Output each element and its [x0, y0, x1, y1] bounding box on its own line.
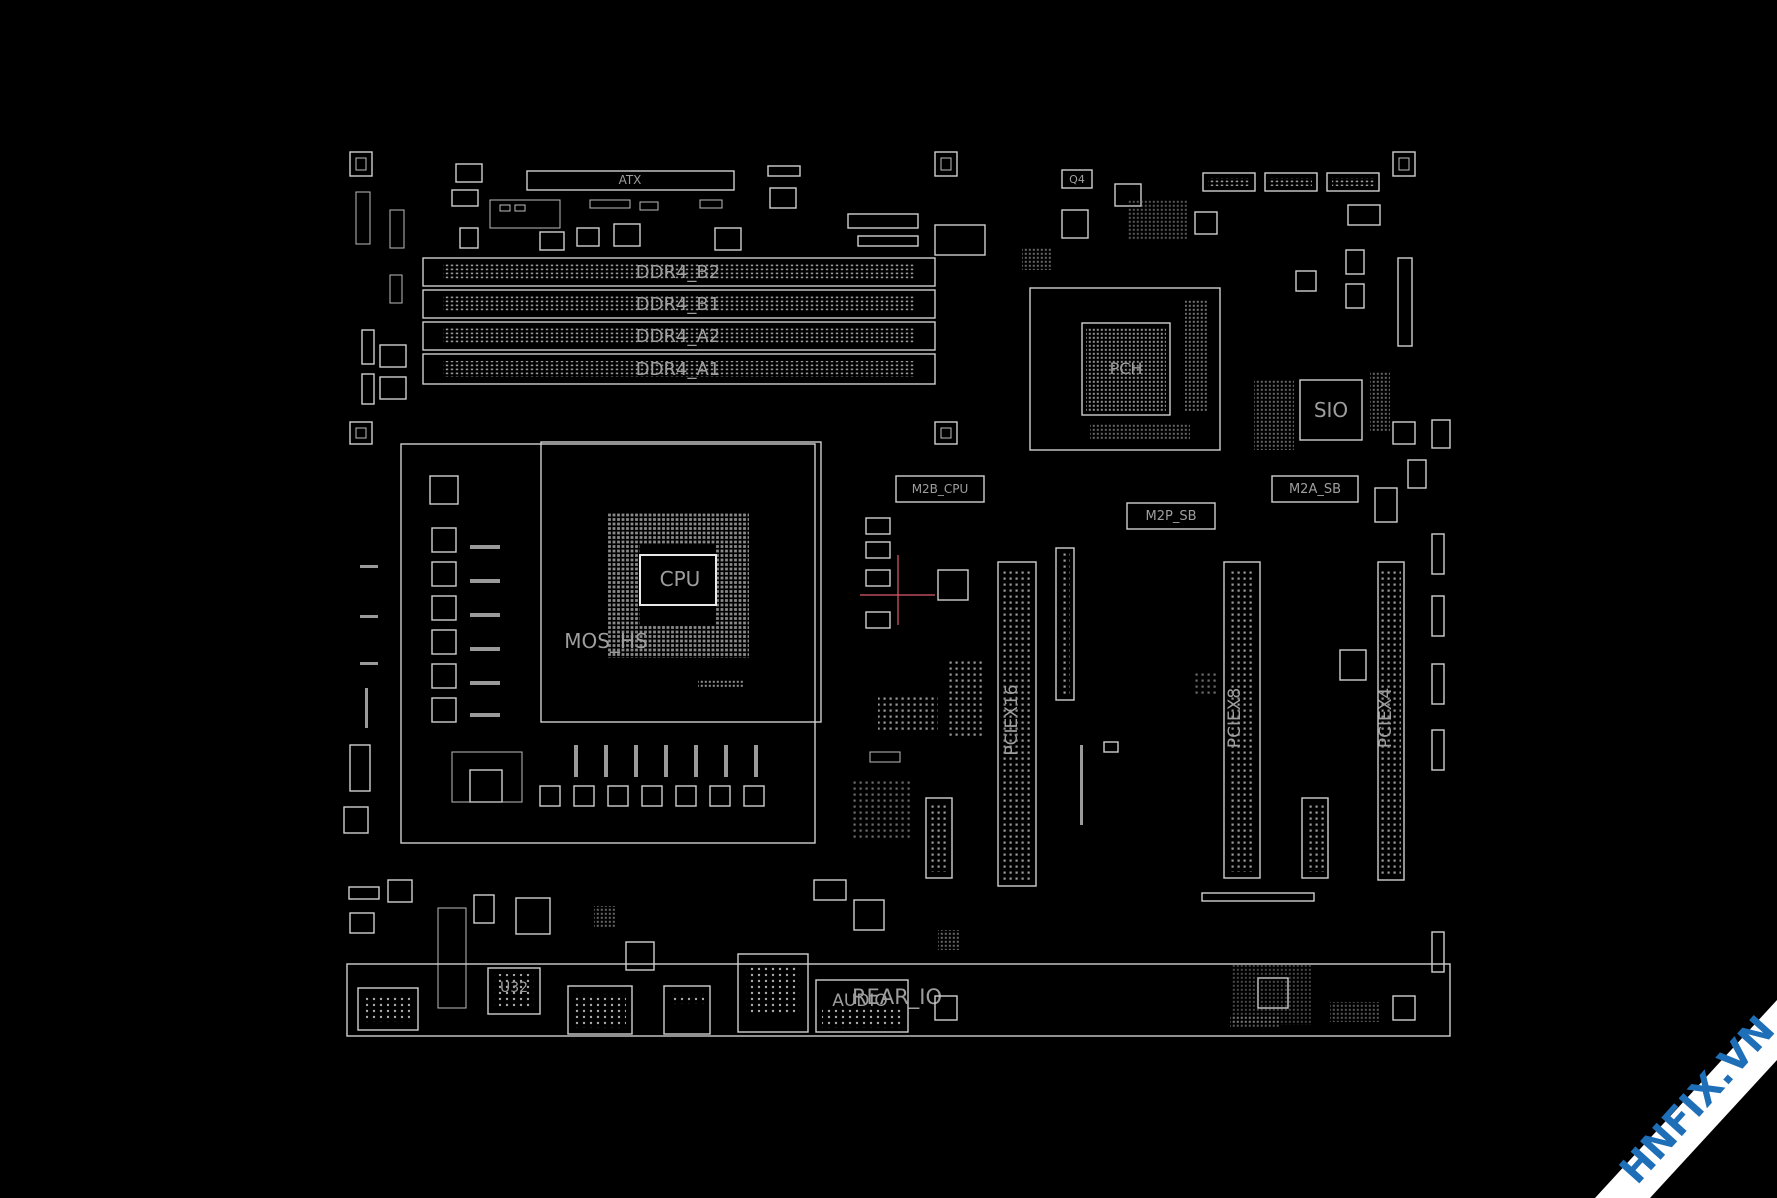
sio-label: SIO	[1314, 398, 1348, 422]
board-top-area: ATX	[349, 151, 1416, 445]
m2p-sb-label: M2P_SB	[1146, 509, 1197, 524]
watermark-text: HNFIX.VN	[1611, 1008, 1777, 1193]
pcie-slots: PCIEX16 PCIEX8 PCIEX4	[997, 547, 1405, 902]
pcie-x8-slot: PCIEX8	[1223, 561, 1261, 879]
pcie-x4-slot: PCIEX4	[1376, 561, 1405, 881]
m2-slots: M2B_CPU M2P_SB M2A_SB	[895, 475, 1359, 530]
hdmi-port	[663, 985, 711, 1035]
rear-io-label: REAR_IO	[852, 985, 942, 1010]
front-usb-header	[925, 797, 953, 879]
dimm-slot-b1: DDR4_B1	[422, 289, 936, 319]
dimm-slot-a1: DDR4_A1	[422, 353, 936, 385]
atx-label: ATX	[619, 173, 642, 187]
vrm-mosfets-left	[343, 475, 500, 834]
dimm-slot-b2: DDR4_B2	[422, 257, 936, 287]
vrm-region-outline	[400, 443, 816, 844]
m2b-cpu-slot	[895, 475, 985, 503]
pcie-x4-label: PCIEX4	[1376, 688, 1396, 748]
vga-port	[567, 985, 633, 1035]
audio-label: AUDIO	[832, 991, 888, 1011]
center-components	[850, 517, 982, 879]
usb-port-label: U32	[500, 980, 528, 996]
mos-heatsink-label: MOS_HS	[564, 629, 647, 653]
q4-label: Q4	[1069, 173, 1085, 186]
dimm-a1-label: DDR4_A1	[636, 359, 720, 380]
cpu-label: CPU	[660, 567, 701, 591]
audio-jack-stack	[815, 979, 909, 1033]
cpu-area: CPU MOS_HS	[343, 441, 822, 844]
m2b-cpu-label: M2B_CPU	[912, 482, 969, 496]
pcie-x16-slot: PCIEX16	[997, 561, 1037, 887]
pcie-x8-label: PCIEX8	[1225, 688, 1245, 748]
cpu-socket-pins	[607, 512, 749, 658]
dimm-slot-a2: DDR4_A2	[422, 321, 936, 351]
dimm-a2-label: DDR4_A2	[636, 326, 720, 347]
m2a-sb-label: M2A_SB	[1289, 482, 1341, 497]
pch-chipset: PCH	[1029, 287, 1221, 451]
ps2-port	[357, 987, 419, 1031]
m2p-sb-slot	[1126, 502, 1216, 530]
hnfix-watermark: HNFIX.VN	[1595, 1000, 1777, 1198]
atx-power-connector	[526, 170, 735, 191]
pcie-x16-label: PCIEX16	[1002, 684, 1022, 755]
dimm-slots: DDR4_B2 DDR4_B1 DDR4_A2 DDR4_A1	[422, 257, 936, 385]
usb-port-stack	[487, 967, 541, 1015]
m2a-sb-slot	[1271, 475, 1359, 503]
pch-label: PCH	[1110, 359, 1143, 378]
dimm-b2-label: DDR4_B2	[636, 262, 720, 283]
bottom-components	[348, 879, 960, 1009]
vrm-mosfets-bottom	[451, 745, 765, 807]
lan-usb-stack	[737, 953, 809, 1033]
dimm-b1-label: DDR4_B1	[636, 294, 720, 315]
rear-io-area: U32 AUDIO REAR_IO	[346, 953, 1451, 1037]
super-io-chip: SIO	[1254, 372, 1390, 450]
cpu-socket-outline	[540, 441, 822, 723]
top-right-components: Q4	[1022, 169, 1451, 973]
